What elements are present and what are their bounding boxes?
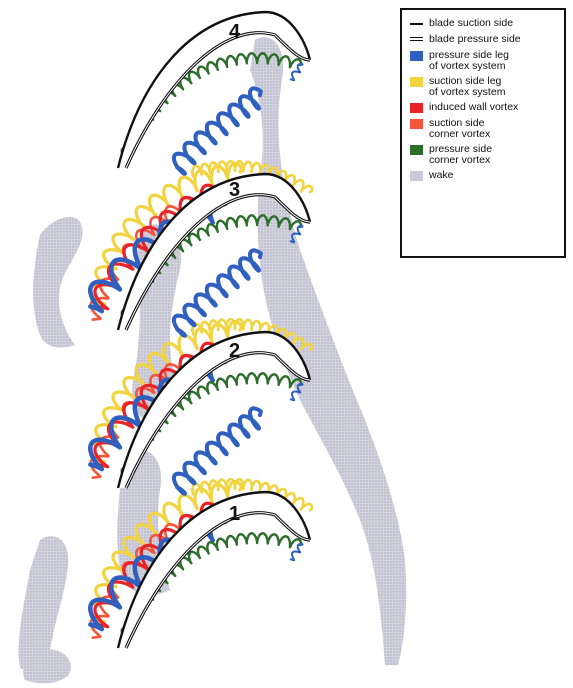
- color-swatch: [410, 145, 423, 155]
- pressure-leg-trail: [291, 544, 303, 560]
- color-swatch: [410, 119, 423, 129]
- blade-label-4: 4: [229, 21, 241, 43]
- legend-label: pressure side corner vortex: [429, 144, 492, 166]
- color-swatch: [410, 171, 423, 181]
- color-swatch: [410, 77, 423, 87]
- legend-item-suction-leg: suction side leg of vortex system: [410, 76, 558, 98]
- legend-label: induced wall vortex: [429, 102, 518, 113]
- legend-item-pressure-side: blade pressure side: [410, 34, 558, 45]
- legend-item-pressure-leg: pressure side leg of vortex system: [410, 50, 558, 72]
- wake-region: [33, 217, 82, 348]
- legend: blade suction side blade pressure side p…: [400, 8, 566, 258]
- legend-label: suction side leg of vortex system: [429, 76, 505, 98]
- pressure-leg-trail: [291, 64, 303, 80]
- legend-item-wake: wake: [410, 170, 558, 181]
- blade-label-3: 3: [229, 179, 240, 201]
- double-line-swatch: [410, 37, 423, 41]
- blade-label-1: 1: [229, 503, 240, 525]
- legend-item-suction-corner: suction side corner vortex: [410, 118, 558, 140]
- legend-item-induced-wall: induced wall vortex: [410, 102, 558, 113]
- color-swatch: [410, 51, 423, 61]
- legend-label: suction side corner vortex: [429, 118, 490, 140]
- legend-label: blade pressure side: [429, 34, 521, 45]
- legend-item-pressure-corner: pressure side corner vortex: [410, 144, 558, 166]
- legend-label: wake: [429, 170, 454, 181]
- wake-region: [23, 649, 71, 684]
- blade-label-2: 2: [229, 340, 240, 362]
- legend-item-suction-side: blade suction side: [410, 18, 558, 29]
- legend-label: blade suction side: [429, 18, 513, 29]
- color-swatch: [410, 103, 423, 113]
- legend-label: pressure side leg of vortex system: [429, 50, 509, 72]
- line-swatch: [410, 23, 423, 25]
